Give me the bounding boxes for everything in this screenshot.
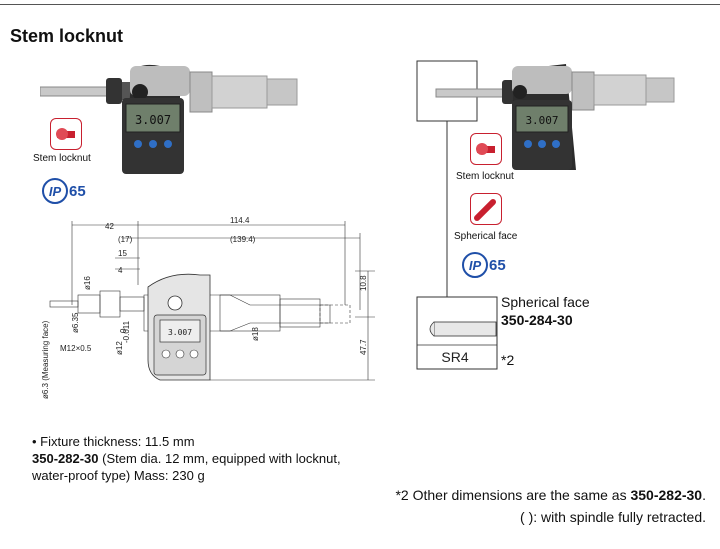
product-code: 350-282-30	[32, 451, 99, 466]
lcd-reading: 3.007	[135, 113, 171, 127]
spherical-face-code: 350-284-30	[501, 312, 573, 328]
dim-dia12: ø12	[115, 341, 124, 355]
footnote-2-prefix: *2 Other dimensions are the same as	[395, 487, 631, 503]
stem-locknut-icon-right	[470, 133, 502, 165]
dim-m12: M12×0.5	[60, 344, 92, 353]
footnote-2-code: 350-282-30	[630, 487, 703, 503]
ip-letters: IP	[42, 178, 68, 204]
note-mark: *2	[501, 352, 515, 368]
footnote-parenthesis: ( ): with spindle fully retracted.	[520, 509, 706, 525]
spherical-face-figure: 3.007 SR4	[416, 60, 675, 370]
micrometer-head-photo-left: 3.007	[40, 64, 298, 174]
product-desc-1: (Stem dia. 12 mm, equipped with locknut,	[98, 451, 341, 466]
dim-10-8: 10.8	[359, 275, 368, 291]
ip65-badge-right: IP 65	[462, 252, 506, 278]
footnotes: *2 Other dimensions are the same as 350-…	[395, 484, 706, 528]
stem-locknut-icon	[50, 118, 82, 150]
dim-dia16: ø16	[83, 276, 92, 290]
dim-17: (17)	[118, 235, 133, 244]
footnote-2-suffix: .	[702, 487, 706, 503]
dim-dia18: ø18	[251, 327, 260, 341]
spherical-face-label: Spherical face	[454, 231, 518, 242]
dim-114-4: 114.4	[230, 216, 250, 225]
dim-139-4: (139.4)	[230, 235, 256, 244]
ip-rating-right: 65	[489, 256, 506, 274]
dim-42: 42	[105, 222, 114, 231]
dimension-drawing: 3.007 42 114.4 (17) (139.4) 15 4 ø16 ø6.…	[41, 216, 375, 399]
ip-letters-right: IP	[462, 252, 488, 278]
dim-tol-upper: 0	[119, 328, 128, 333]
spherical-face-title: Spherical face	[501, 294, 590, 310]
dim-47-7: 47.7	[359, 339, 368, 355]
spherical-face-icon	[470, 193, 502, 225]
footnote-2: *2 Other dimensions are the same as 350-…	[395, 484, 706, 506]
product-desc-2: water-proof type) Mass: 230 g	[32, 468, 205, 483]
dim-15: 15	[118, 249, 127, 258]
right-lcd-reading: 3.007	[525, 114, 558, 127]
dim-measuring-face: ø6.3 (Measuring face)	[41, 320, 50, 399]
drawing-lcd-reading: 3.007	[168, 328, 192, 337]
product-desc-line1: 350-282-30 (Stem dia. 12 mm, equipped wi…	[32, 450, 372, 467]
page-title: Stem locknut	[10, 26, 124, 46]
fixture-thickness: • Fixture thickness: 11.5 mm	[32, 434, 195, 449]
sr4-label: SR4	[441, 349, 468, 365]
dim-tol-lower: -0.011	[122, 320, 131, 343]
fixture-notes: • Fixture thickness: 11.5 mm 350-282-30 …	[32, 433, 372, 484]
ip-rating: 65	[69, 182, 86, 200]
dim-4: 4	[118, 266, 123, 275]
stem-locknut-label-right: Stem locknut	[456, 171, 514, 182]
stem-locknut-label: Stem locknut	[33, 153, 91, 164]
ip65-badge: IP 65	[42, 178, 86, 204]
dim-dia635: ø6.35	[71, 312, 80, 333]
top-rule	[0, 4, 720, 5]
